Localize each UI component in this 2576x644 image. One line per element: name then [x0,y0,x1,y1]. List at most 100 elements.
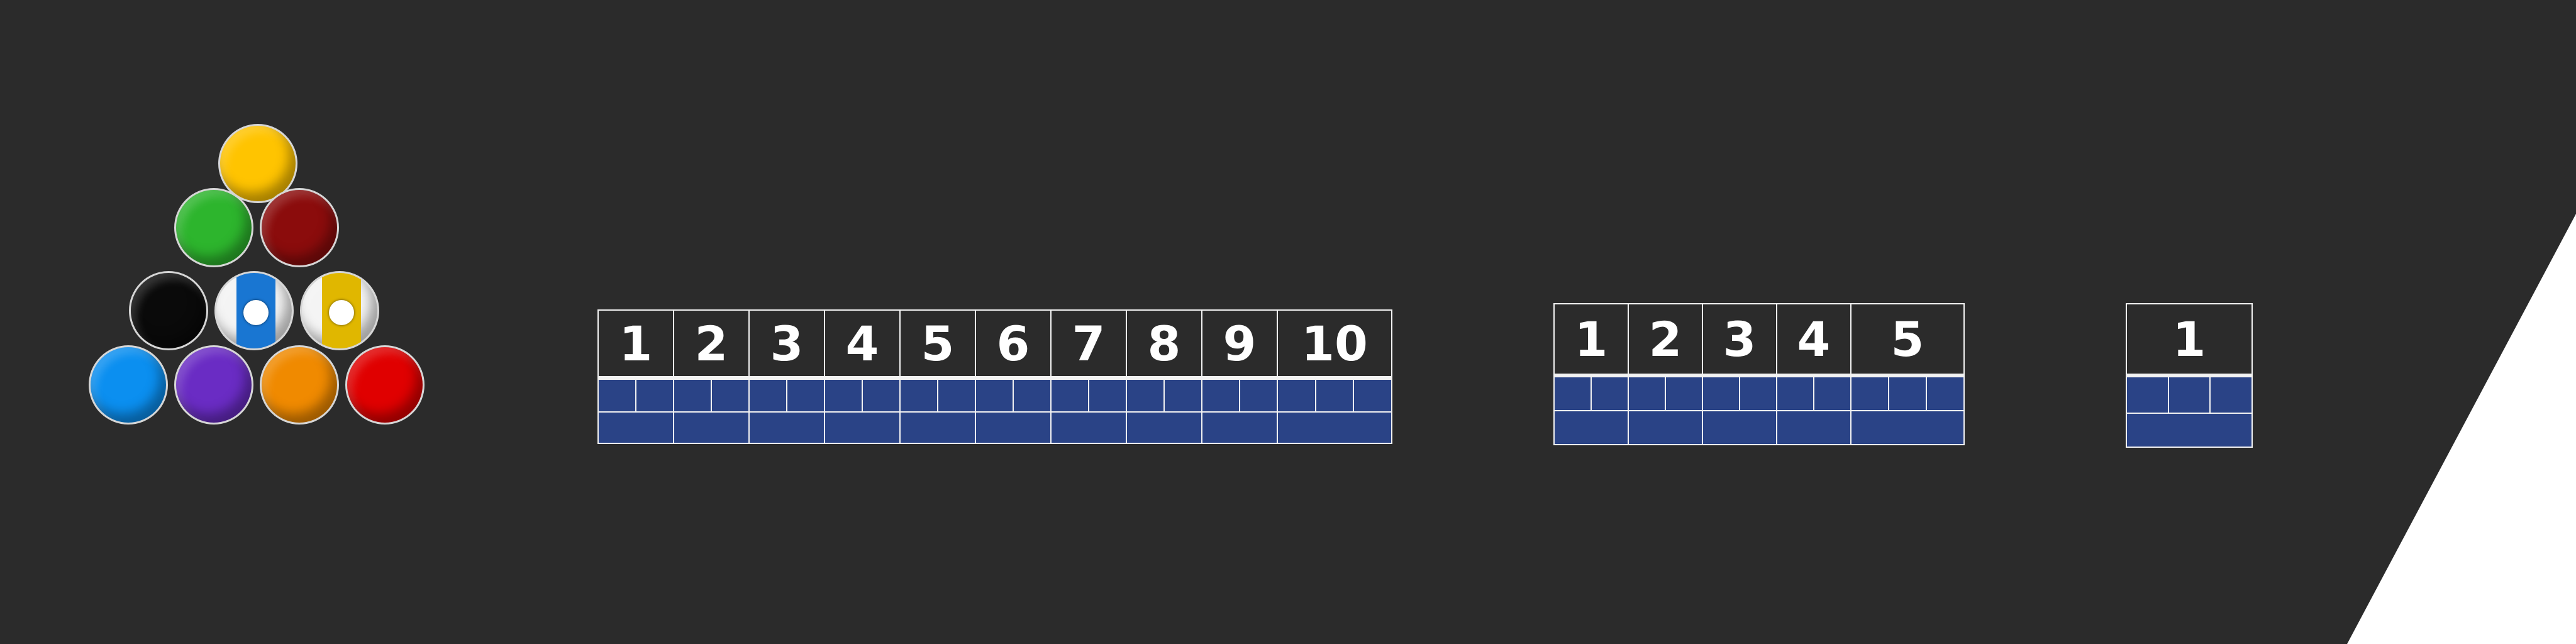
roll-box[interactable] [1316,380,1355,411]
roll-boxes [750,380,824,413]
roll-box[interactable] [976,380,1014,411]
frame-number-label: 8 [1127,311,1201,380]
roll-box[interactable] [1629,377,1666,410]
frame-1[interactable]: 1 [597,309,674,444]
frame-10[interactable]: 10 [1277,309,1392,444]
frame-7[interactable]: 7 [1050,309,1127,444]
roll-box[interactable] [2211,377,2251,413]
yellow-striped-ball [300,271,379,350]
frame-3[interactable]: 3 [748,309,825,444]
roll-box[interactable] [1927,377,1963,410]
roll-boxes [1629,377,1702,411]
frame-5[interactable]: 5 [899,309,976,444]
roll-box[interactable] [1240,380,1277,411]
frame-total-box[interactable] [1852,411,1963,444]
frame-total-box[interactable] [901,413,975,443]
frame-number-label: 1 [1555,304,1628,377]
frame-1[interactable]: 1 [2126,303,2253,448]
frame-number-label: 2 [1629,304,1702,377]
frame-8[interactable]: 8 [1126,309,1202,444]
orange-ball [260,345,339,425]
frame-2[interactable]: 2 [673,309,750,444]
frame-number-label: 5 [1852,304,1963,377]
frame-total-box[interactable] [2127,414,2251,447]
roll-box[interactable] [599,380,636,411]
frame-1[interactable]: 1 [1553,303,1629,445]
roll-box[interactable] [1202,380,1240,411]
roll-box[interactable] [2127,377,2169,413]
roll-boxes [674,380,748,413]
roll-box[interactable] [2169,377,2211,413]
roll-boxes [976,380,1050,413]
ball-number-spot [243,300,269,325]
roll-box[interactable] [636,380,673,411]
frame-total-box[interactable] [1202,413,1277,443]
frame-total-box[interactable] [1629,411,1702,444]
roll-box[interactable] [1354,380,1391,411]
green-ball [174,188,253,267]
frame-total-box[interactable] [1127,413,1201,443]
roll-box[interactable] [1740,377,1776,410]
maroon-ball [260,188,339,267]
frame-total-box[interactable] [599,413,673,443]
roll-box[interactable] [1777,377,1814,410]
frame-total-box[interactable] [750,413,824,443]
roll-box[interactable] [750,380,787,411]
roll-box[interactable] [901,380,938,411]
frame-total-box[interactable] [1555,411,1628,444]
roll-box[interactable] [938,380,975,411]
frame-total-box[interactable] [1052,413,1126,443]
frame-total-box[interactable] [825,413,899,443]
roll-box[interactable] [1089,380,1126,411]
frame-3[interactable]: 3 [1702,303,1777,445]
roll-box[interactable] [674,380,712,411]
roll-boxes [1278,380,1391,413]
roll-box[interactable] [1052,380,1089,411]
roll-box[interactable] [825,380,863,411]
roll-box[interactable] [1592,377,1628,410]
roll-boxes [825,380,899,413]
roll-box[interactable] [1666,377,1702,410]
frame-number-label: 6 [976,311,1050,380]
roll-boxes [1703,377,1776,411]
roll-boxes [2127,377,2251,414]
frame-5[interactable]: 5 [1850,303,1965,445]
frame-number-label: 4 [825,311,899,380]
roll-box[interactable] [1852,377,1889,410]
roll-box[interactable] [1127,380,1165,411]
roll-box[interactable] [1814,377,1850,410]
roll-box[interactable] [1703,377,1740,410]
roll-box[interactable] [1555,377,1592,410]
frame-total-box[interactable] [1703,411,1776,444]
roll-box[interactable] [1278,380,1316,411]
roll-box[interactable] [787,380,824,411]
frame-number-label: 3 [1703,304,1776,377]
frame-number-label: 10 [1278,311,1391,380]
ball-number-spot [329,300,354,325]
roll-boxes [1777,377,1850,411]
roll-box[interactable] [863,380,899,411]
roll-boxes [1127,380,1201,413]
frame-total-box[interactable] [674,413,748,443]
frame-number-label: 9 [1202,311,1277,380]
light-blue-ball [89,345,168,425]
roll-boxes [1555,377,1628,411]
frame-6[interactable]: 6 [975,309,1052,444]
frame-4[interactable]: 4 [1776,303,1852,445]
roll-boxes [599,380,673,413]
frame-total-box[interactable] [976,413,1050,443]
yellow-ball [218,124,297,203]
roll-box[interactable] [1165,380,1201,411]
frame-total-box[interactable] [1777,411,1850,444]
frame-4[interactable]: 4 [824,309,901,444]
frame-total-box[interactable] [1278,413,1391,443]
frame-2[interactable]: 2 [1628,303,1703,445]
roll-box[interactable] [1014,380,1050,411]
frame-number-label: 1 [2127,304,2251,377]
blue-striped-ball [214,271,294,350]
roll-box[interactable] [712,380,748,411]
roll-box[interactable] [1889,377,1927,410]
frame-9[interactable]: 9 [1201,309,1278,444]
